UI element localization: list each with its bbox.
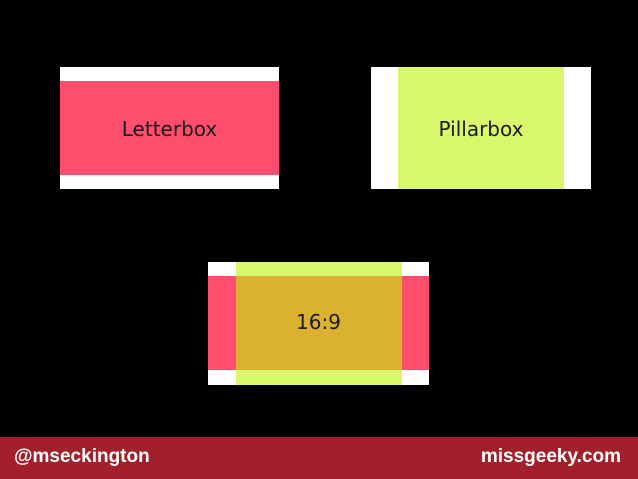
pillarbox-diagram: Pillarbox [371, 67, 591, 189]
letterbox-content-area [60, 81, 279, 175]
widescreen-label: 16:9 [296, 310, 341, 334]
widescreen-diagram: 16:9 [208, 262, 429, 385]
widescreen-overlap-area [236, 276, 402, 370]
letterbox-diagram: Letterbox [60, 67, 279, 189]
twitter-handle: @mseckington [14, 446, 150, 467]
website-link[interactable]: missgeeky.com [480, 446, 621, 467]
pillarbox-content-area [398, 67, 564, 189]
letterbox-label: Letterbox [121, 117, 218, 141]
footer-bar: @mseckington missgeeky.com [0, 437, 638, 479]
pillarbox-label: Pillarbox [438, 117, 524, 141]
